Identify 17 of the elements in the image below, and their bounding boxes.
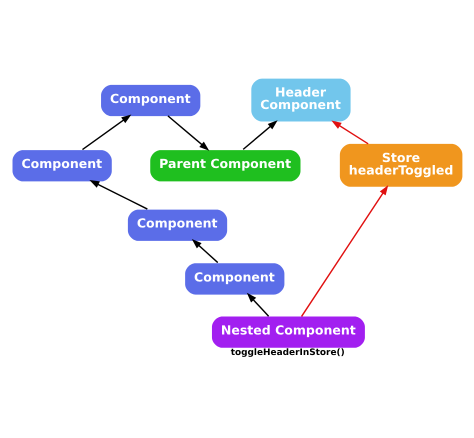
node-box: Component <box>101 84 200 116</box>
node-box: Component <box>185 263 284 295</box>
arrow <box>331 120 369 144</box>
arrow <box>246 292 270 317</box>
arrow <box>82 114 132 150</box>
arrow <box>167 115 210 151</box>
node-box: Nested Component <box>212 316 365 348</box>
node-box: Component <box>12 150 112 182</box>
node-box: Component <box>128 210 228 241</box>
node-label: toggleHeaderInStore() <box>230 348 345 358</box>
node-box: Store headerToggled <box>340 144 462 187</box>
node-box: Parent Component <box>150 150 300 182</box>
arrow <box>242 120 278 150</box>
arrow <box>89 180 148 210</box>
arrow <box>300 185 388 317</box>
arrow <box>192 239 218 264</box>
node-box: Header Component <box>251 78 351 122</box>
